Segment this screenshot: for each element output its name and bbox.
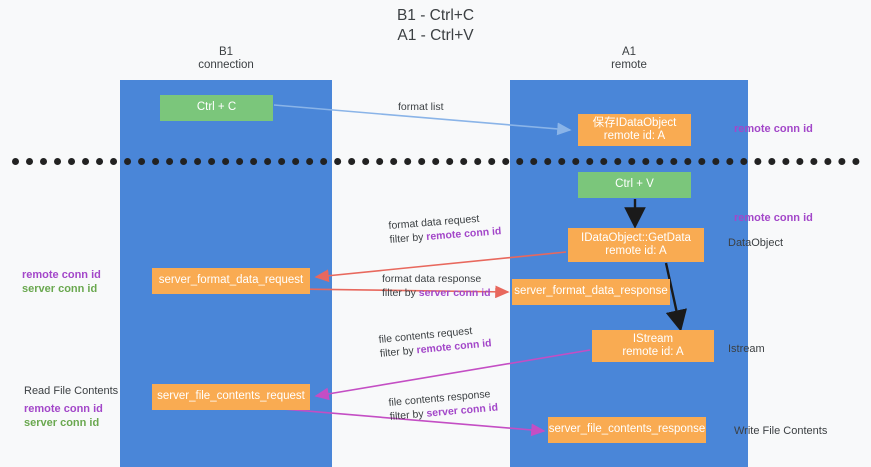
box-ctrl-c[interactable]: Ctrl + C — [160, 95, 273, 121]
box-getdata-label: IDataObject::GetData — [581, 231, 691, 244]
label-file-contents-request: file contents request filter by remote c… — [378, 322, 492, 361]
lane-header-a1: A1 remote — [510, 46, 748, 72]
box-idataobject-getdata[interactable]: IDataObject::GetData remote id: A — [568, 228, 704, 262]
lane-header-b1: B1 connection — [120, 46, 332, 72]
side-label-istream: Istream — [728, 343, 765, 355]
diagram-title: B1 - Ctrl+C A1 - Ctrl+V — [0, 6, 871, 46]
lane-a1-role: remote — [611, 59, 647, 71]
box-server-file-contents-request[interactable]: server_file_contents_request — [152, 384, 310, 410]
box-save-idataobject[interactable]: 保存IDataObject remote id: A — [578, 114, 691, 146]
box-sfcreq-label: server_file_contents_request — [157, 390, 305, 403]
lane-b1-name: B1 — [218, 46, 234, 58]
box-istream[interactable]: IStream remote id: A — [592, 330, 714, 362]
label-format-data-response-text: format data response — [382, 273, 482, 285]
side-label-remote-conn-id-1: remote conn id — [22, 269, 101, 281]
box-save-idataobject-label: 保存IDataObject — [592, 116, 677, 129]
box-ctrl-v[interactable]: Ctrl + V — [578, 172, 691, 198]
side-label-conn-ids-format: remote conn id server conn id — [22, 268, 101, 296]
side-label-remote-conn-id-2: remote conn id — [24, 403, 103, 415]
lane-b1-role: connection — [198, 59, 254, 71]
box-ctrl-v-label: Ctrl + V — [615, 178, 654, 191]
side-label-remote-conn-id-top: remote conn id — [734, 123, 813, 135]
label-format-data-response: format data response filter by server co… — [382, 272, 491, 300]
label-format-list-text: format list — [398, 101, 444, 113]
label-fcresp-filter-prefix: filter by — [389, 407, 427, 423]
box-istream-sub: remote id: A — [622, 346, 684, 358]
title-line-1: B1 - Ctrl+C — [396, 7, 475, 24]
box-sfcresp-label: server_file_contents_response — [548, 423, 706, 436]
box-sfdresp-label: server_format_data_response — [514, 285, 668, 298]
label-format-list: format list — [398, 100, 444, 114]
box-server-format-data-response[interactable]: server_format_data_response — [512, 279, 670, 305]
label-fcreq-filter-prefix: filter by — [379, 344, 418, 360]
side-label-server-conn-id-2: server conn id — [24, 417, 100, 429]
title-line-2: A1 - Ctrl+V — [397, 27, 474, 44]
label-format-data-request: format data request filter by remote con… — [388, 210, 502, 247]
side-label-conn-ids-file: remote conn id server conn id — [24, 402, 103, 430]
box-getdata-sub: remote id: A — [605, 245, 667, 257]
side-label-server-conn-id-1: server conn id — [22, 283, 98, 295]
side-label-remote-conn-id-mid: remote conn id — [734, 212, 813, 224]
box-server-format-data-request[interactable]: server_format_data_request — [152, 268, 310, 294]
label-fdresp-filter-prefix: filter by — [382, 287, 419, 299]
side-label-dataobject: DataObject — [728, 237, 784, 249]
box-server-file-contents-response[interactable]: server_file_contents_response — [548, 417, 706, 443]
label-fdresp-filter-key: server conn id — [418, 287, 491, 299]
side-label-write-file-contents: Write File Contents — [734, 425, 828, 437]
box-sfdreq-label: server_format_data_request — [158, 274, 304, 287]
box-istream-label: IStream — [632, 332, 674, 345]
lane-a1-name: A1 — [621, 46, 637, 58]
phase-divider — [12, 158, 860, 165]
box-ctrl-c-label: Ctrl + C — [196, 101, 237, 114]
box-save-idataobject-sub: remote id: A — [603, 130, 666, 142]
side-label-read-file-contents: Read File Contents — [24, 385, 119, 397]
label-fdreq-filter-prefix: filter by — [389, 231, 427, 246]
label-file-contents-response: file contents response filter by server … — [388, 387, 499, 424]
